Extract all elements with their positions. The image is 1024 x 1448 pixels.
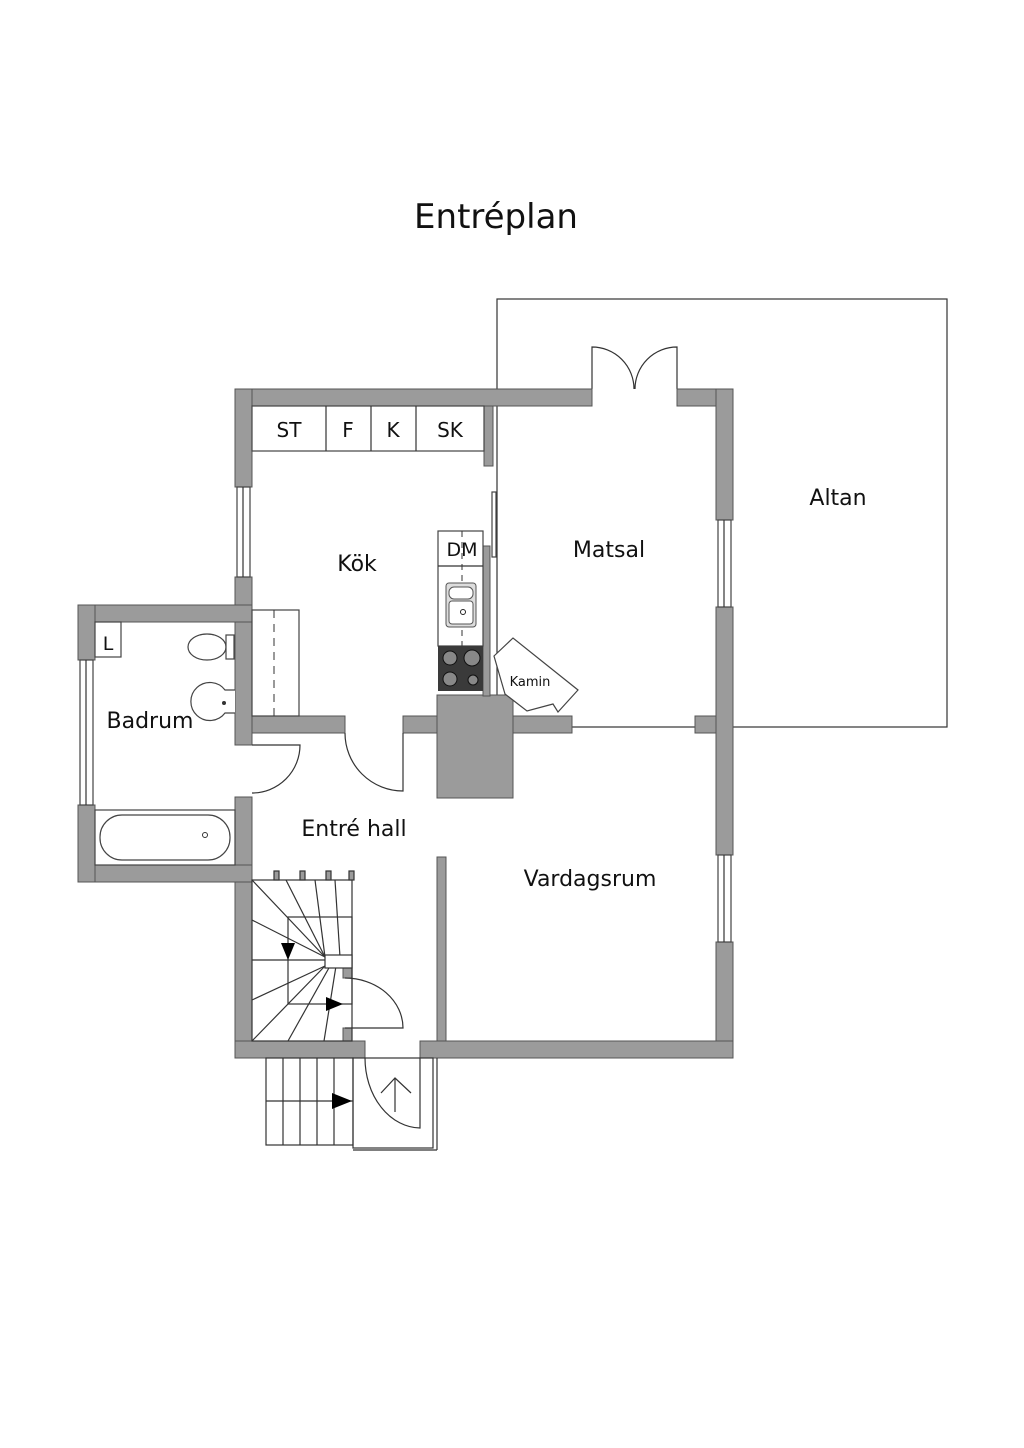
entrance-arrow-icon xyxy=(380,1077,412,1112)
doors xyxy=(251,732,421,1129)
bathroom-fixtures: L xyxy=(94,621,236,866)
label-dm: DM xyxy=(446,539,477,561)
sliding-door xyxy=(491,491,497,558)
kitchen-cabinets: ST F K SK xyxy=(251,405,485,452)
stove-icon xyxy=(438,646,483,691)
room-label-altan: Altan xyxy=(809,486,866,511)
label-sk: SK xyxy=(437,418,464,442)
label-f: F xyxy=(342,418,354,442)
fireplace: Kamin xyxy=(493,637,579,713)
label-kamin: Kamin xyxy=(510,675,551,690)
counter xyxy=(251,609,300,717)
kitchen-island: DM xyxy=(437,530,484,691)
terrace-double-door xyxy=(591,346,678,390)
washbasin-icon xyxy=(190,681,235,722)
walls xyxy=(77,388,734,1059)
bathtub-icon xyxy=(94,809,236,866)
room-label-vardagsrum: Vardagsrum xyxy=(524,867,657,892)
label-l: L xyxy=(103,633,114,655)
sink-icon xyxy=(445,582,477,628)
room-label-matsal: Matsal xyxy=(573,538,645,563)
windows xyxy=(79,486,732,943)
room-label-kok: Kök xyxy=(337,552,377,577)
interior-staircase xyxy=(251,870,355,1042)
toilet-icon xyxy=(187,633,235,661)
room-label-badrum: Badrum xyxy=(107,709,194,734)
entrance-steps xyxy=(265,1057,438,1151)
label-k: K xyxy=(386,418,400,442)
room-label-entre-hall: Entré hall xyxy=(301,817,406,842)
plan-title: Entréplan xyxy=(414,197,578,237)
label-st: ST xyxy=(277,418,303,442)
